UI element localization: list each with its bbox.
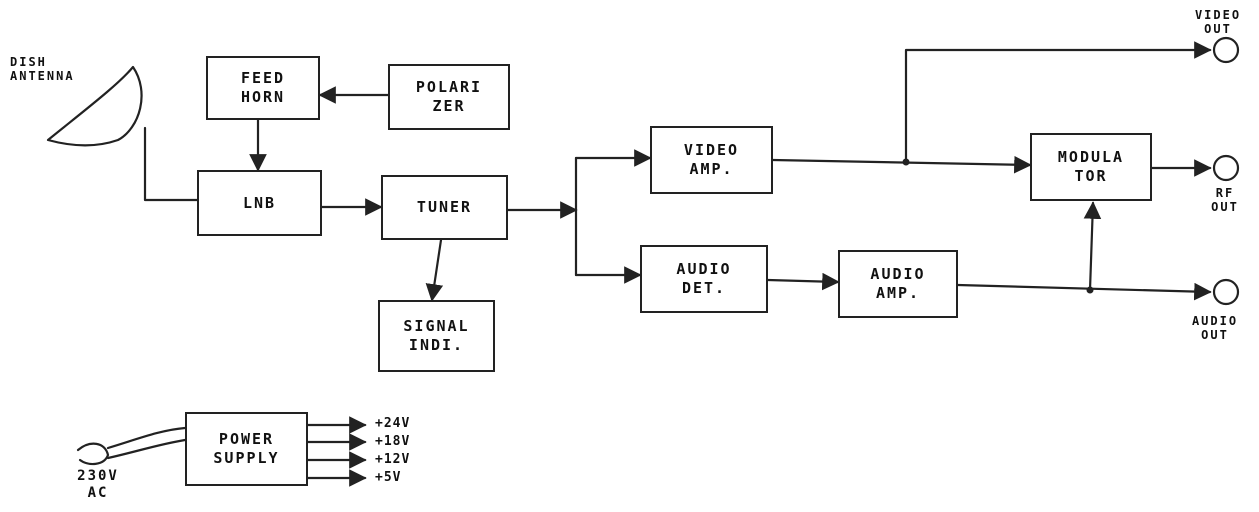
polarizer-label: POLARI ZER <box>416 78 482 116</box>
ac-cord <box>108 428 185 458</box>
ac-plug-icon <box>78 444 108 464</box>
lnb-label: LNB <box>243 194 276 213</box>
audio-det-block: AUDIO DET. <box>640 245 768 313</box>
tuner-label: TUNER <box>417 198 472 217</box>
video-out-jack <box>1214 38 1238 62</box>
feed-horn-label: FEED HORN <box>241 69 285 107</box>
rf-out-jack <box>1214 156 1238 180</box>
power-supply-label: POWER SUPPLY <box>213 430 279 468</box>
audioamp-to-audioout <box>958 285 1210 292</box>
power-supply-block: POWER SUPPLY <box>185 412 308 486</box>
lnb-block: LNB <box>197 170 322 236</box>
feed-horn-block: FEED HORN <box>206 56 320 120</box>
audio-det-label: AUDIO DET. <box>676 260 731 298</box>
modulator-label: MODULA TOR <box>1058 148 1124 186</box>
voltage-18v: +18V <box>375 434 410 449</box>
junction-dot-audio <box>1087 287 1094 294</box>
video-out-label: VIDEO OUT <box>1180 8 1256 36</box>
ac-input-label: 230V AC <box>58 468 138 502</box>
voltage-24v: +24V <box>375 416 410 431</box>
audio-out-jack <box>1214 280 1238 304</box>
junction-dot-video <box>903 159 910 166</box>
audio-amp-label: AUDIO AMP. <box>870 265 925 303</box>
video-amp-to-modulator <box>773 160 1030 165</box>
tuner-block: TUNER <box>381 175 508 240</box>
video-amp-block: VIDEO AMP. <box>650 126 773 194</box>
antenna-feed-line <box>145 128 197 200</box>
audiodet-to-audioamp <box>768 280 838 282</box>
voltage-12v: +12V <box>375 452 410 467</box>
polarizer-block: POLARI ZER <box>388 64 510 130</box>
audio-amp-block: AUDIO AMP. <box>838 250 958 318</box>
signal-indicator-block: SIGNAL INDI. <box>378 300 495 372</box>
audio-to-modulator <box>1090 203 1093 290</box>
dish-antenna-label: DISH ANTENNA <box>10 55 120 83</box>
signal-indicator-label: SIGNAL INDI. <box>403 317 469 355</box>
audio-out-label: AUDIO OUT <box>1172 314 1258 342</box>
modulator-block: MODULA TOR <box>1030 133 1152 201</box>
voltage-5v: +5V <box>375 470 401 485</box>
rf-out-label: RF OUT <box>1192 186 1258 214</box>
video-amp-label: VIDEO AMP. <box>684 141 739 179</box>
tuner-to-signal <box>432 240 441 300</box>
